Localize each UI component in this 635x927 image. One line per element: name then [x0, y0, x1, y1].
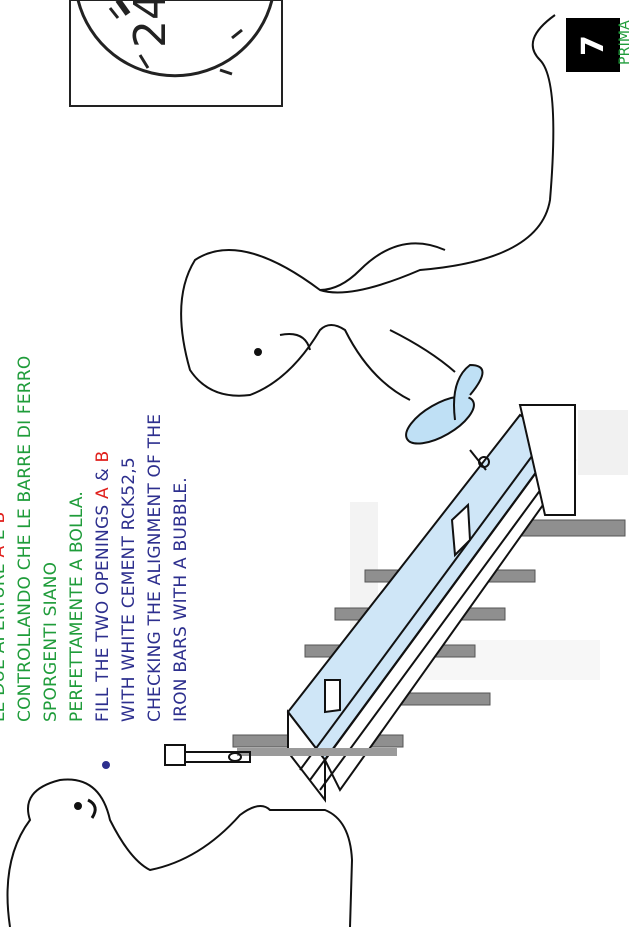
italian-line-3: SPORGENTI SIANO: [38, 562, 64, 722]
english-line-3: CHECKING THE ALIGNMENT OF THE: [142, 414, 168, 722]
corner-text: PRIMA: [612, 20, 635, 65]
opening-a: A: [0, 546, 9, 558]
italian-line-2: CONTROLLANDO CHE LE BARRE DI FERRO: [12, 356, 38, 722]
opening-b: B: [0, 512, 9, 524]
italian-line-1: LE DUE APERTURE A E B: [0, 512, 12, 722]
english-line-1: FILL THE TWO OPENINGS A & B: [90, 451, 116, 722]
italian-line-4: PERFETTAMENTE A BOLLA.: [64, 491, 90, 722]
english-line-4: IRON BARS WITH A BUBBLE.: [168, 477, 194, 722]
english-line-2: WITH WHITE CEMENT RCK52,5: [116, 457, 142, 722]
